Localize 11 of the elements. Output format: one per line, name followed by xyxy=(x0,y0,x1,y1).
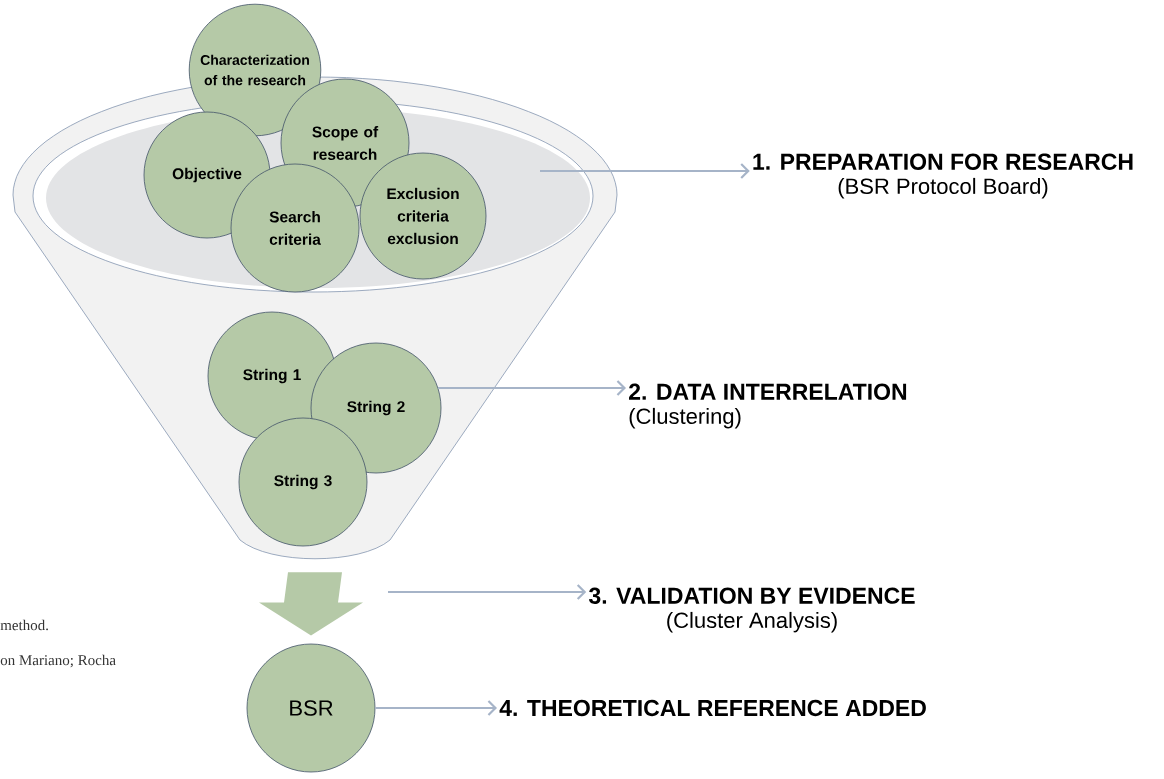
step-label: 2. DATA INTERRELATION (Clustering) xyxy=(629,383,907,429)
arrow xyxy=(540,163,750,179)
caption-text: on Mariano; Rocha xyxy=(0,654,116,668)
arrow xyxy=(375,700,497,716)
arrow xyxy=(388,584,587,600)
step-label: 4. THEORETICAL REFERENCE ADDED xyxy=(499,699,926,717)
step-label: 1. PREPARATION FOR RESEARCH (BSR Protocol Board) xyxy=(753,153,1133,199)
arrow xyxy=(438,380,626,396)
block-arrow xyxy=(259,572,363,636)
caption-text: method. xyxy=(0,619,48,631)
step-label: 3. VALIDATION BY EVIDENCE (Cluster Analysis) xyxy=(588,587,915,633)
